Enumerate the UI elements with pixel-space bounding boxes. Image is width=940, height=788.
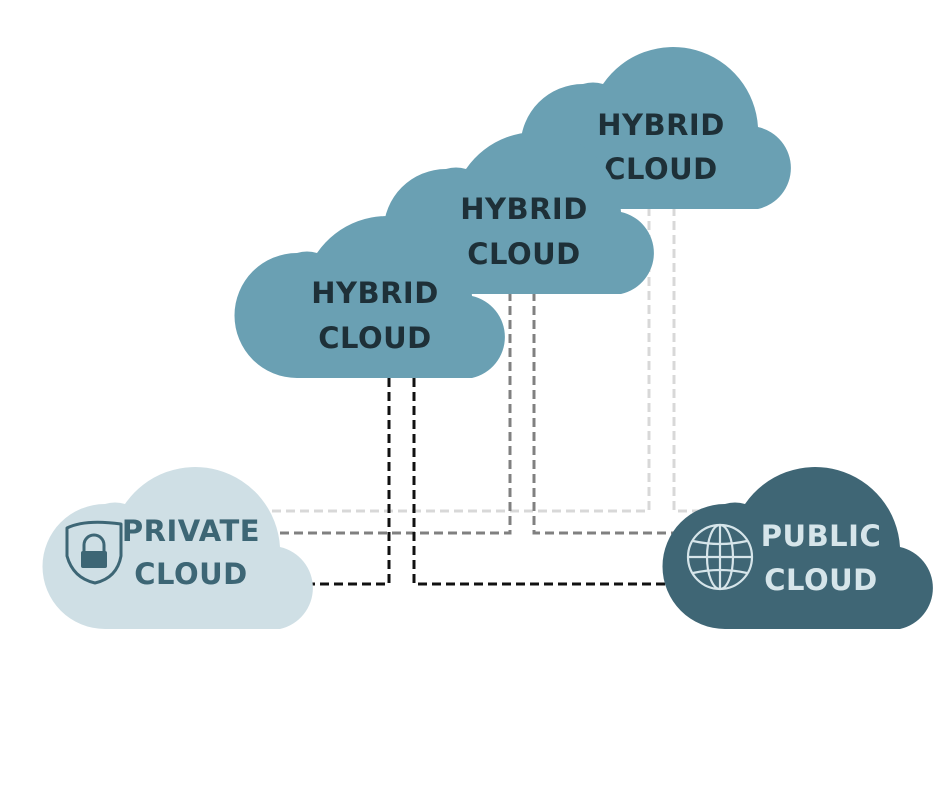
hybrid-cloud-label-line1: HYBRID — [311, 276, 439, 310]
connector-front — [312, 378, 672, 586]
public-cloud-label-line1: PUBLIC — [761, 519, 881, 553]
connector-back-to-private — [268, 207, 651, 513]
connector-front-to-public — [412, 378, 672, 586]
public-cloud: PUBLIC CLOUD — [662, 467, 933, 629]
hybrid-cloud-label-line2: CLOUD — [604, 152, 718, 186]
shield-lock-icon — [65, 520, 123, 585]
hybrid-cloud-label-line1: HYBRID — [460, 192, 588, 226]
private-cloud-label-line1: PRIVATE — [122, 514, 260, 548]
hybrid-cloud-middle: HYBRID CLOUD — [383, 132, 654, 294]
private-cloud: PRIVATE CLOUD — [42, 467, 313, 629]
connector-middle-to-private — [272, 292, 512, 535]
connector-back-to-public — [672, 207, 755, 513]
connector-front-to-private — [312, 378, 391, 586]
connector-middle-to-public — [532, 292, 700, 535]
public-cloud-label-line2: CLOUD — [764, 563, 878, 597]
hybrid-cloud-label-line2: CLOUD — [318, 321, 432, 355]
hybrid-cloud-label-line1: HYBRID — [597, 108, 725, 142]
private-cloud-label-line2: CLOUD — [134, 557, 248, 591]
hybrid-cloud-label-line2: CLOUD — [467, 237, 581, 271]
connector-middle — [272, 292, 700, 535]
hybrid-cloud-back: HYBRID CLOUD — [520, 47, 791, 210]
globe-icon — [686, 523, 754, 591]
hybrid-cloud-front: HYBRID CLOUD — [234, 216, 505, 378]
